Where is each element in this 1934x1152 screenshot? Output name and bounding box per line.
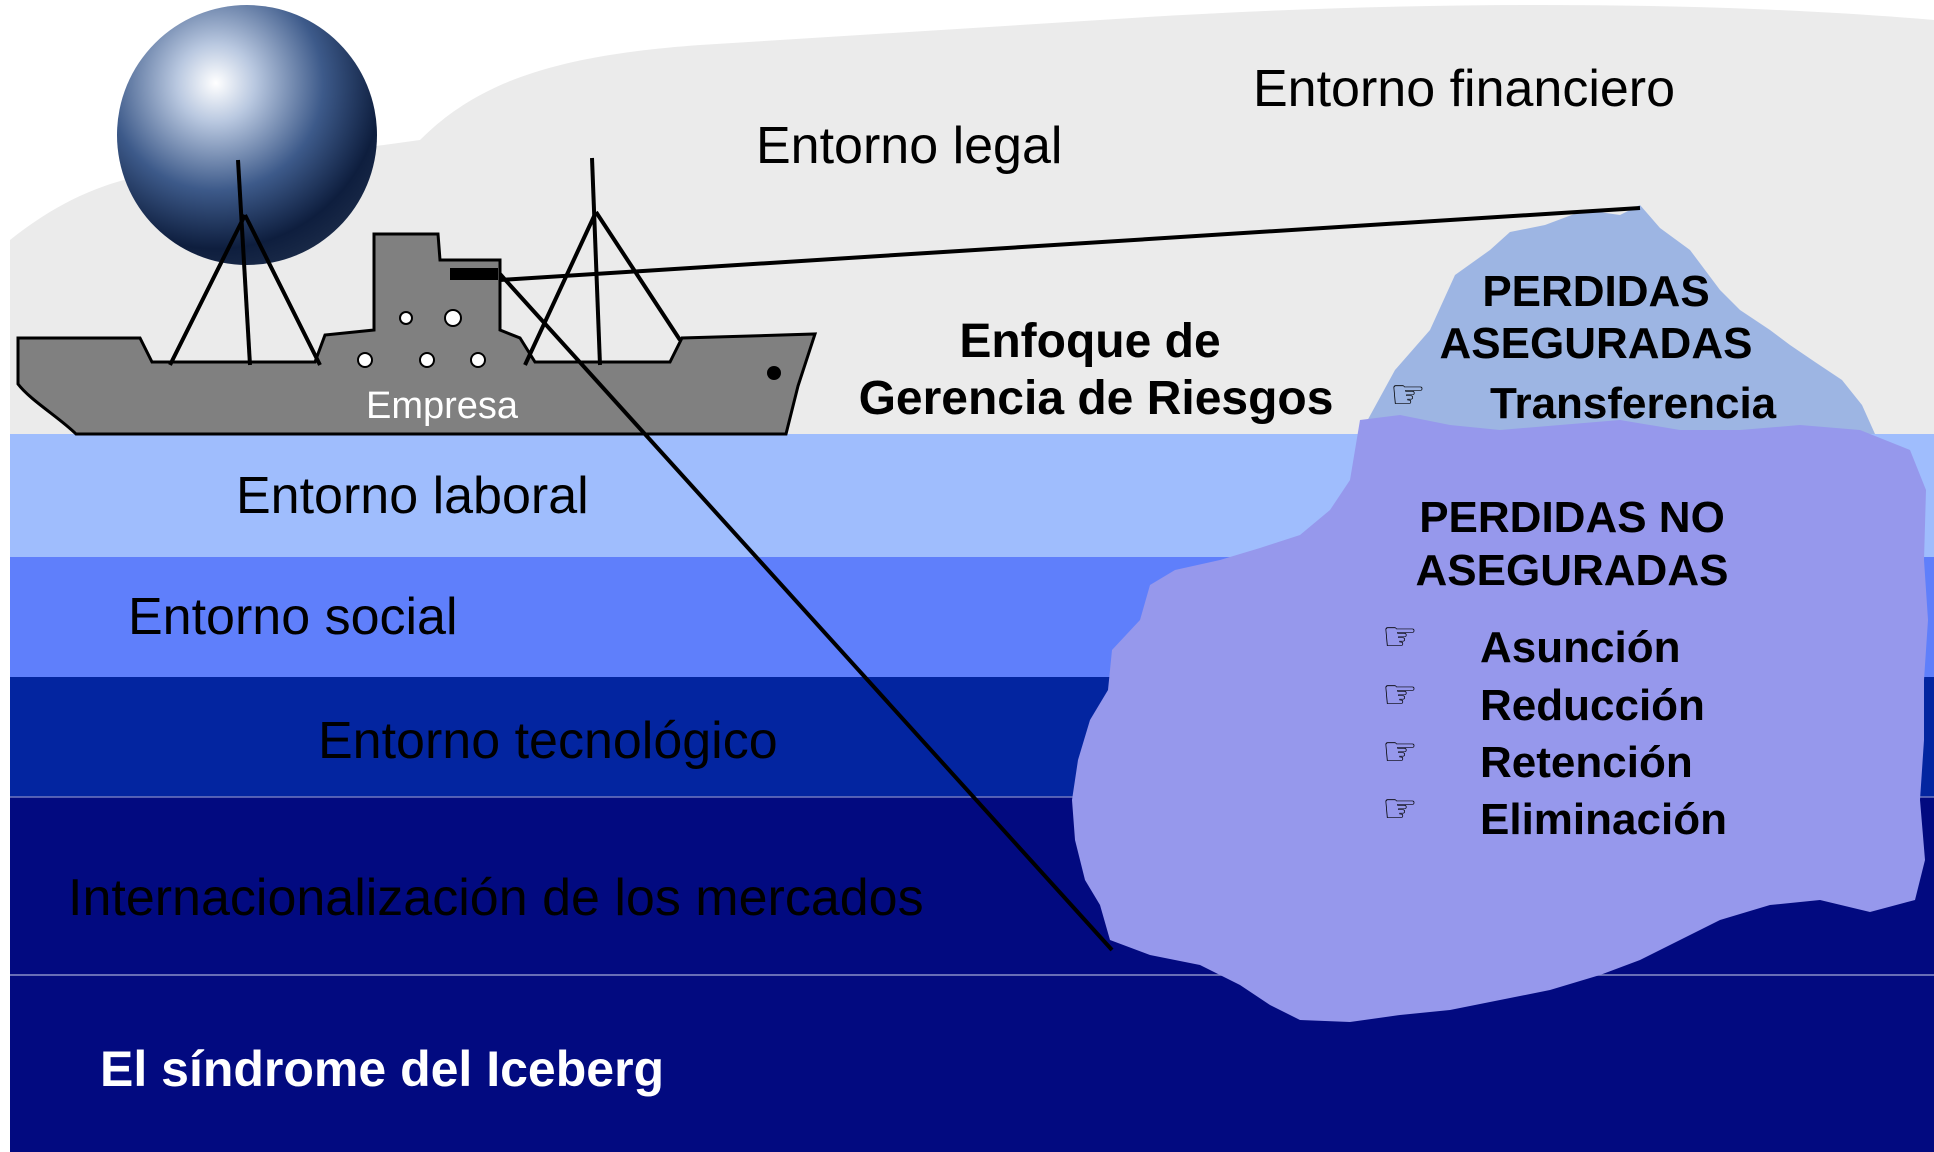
uninsured-item-asuncion: Asunción [1480,623,1680,672]
pointing-hand-icon: ☞ [1382,730,1418,774]
uninsured-item-eliminacion: Eliminación [1480,795,1727,844]
ship-label: Empresa [366,385,519,427]
line-to-iceberg-bottom [498,272,1114,952]
porthole [399,311,413,325]
approach-title-line2: Gerencia de Riesgos [859,372,1334,425]
footer-title: El síndrome del Iceberg [100,1041,664,1097]
pointing-hand-icon: ☞ [1390,373,1426,417]
porthole [419,352,435,368]
iceberg-top [1360,205,1875,434]
label-entorno-social: Entorno social [128,588,458,646]
water-band-deep [10,975,1934,1152]
approach-title-line1: Enfoque de [959,315,1220,368]
ship-bridge-window [450,268,498,280]
porthole [357,352,373,368]
line-to-iceberg-top [499,206,1641,282]
pointing-hand-icon: ☞ [1382,787,1418,831]
globe-sphere [117,5,377,265]
insured-item-transferencia: Transferencia [1490,379,1777,428]
uninsured-item-reduccion: Reducción [1480,681,1705,730]
uninsured-title-line1: PERDIDAS NO [1419,493,1725,542]
label-entorno-laboral: Entorno laboral [236,467,589,525]
uninsured-item-retencion: Retención [1480,738,1693,787]
sky-shoulder [10,240,120,300]
pointing-hand-icon: ☞ [1382,615,1418,659]
porthole [444,309,462,327]
label-internacionalizacion: Internacionalización de los mercados [68,869,924,927]
uninsured-title-line2: ASEGURADAS [1416,546,1729,595]
iceberg-bottom [1072,415,1928,1022]
ship-hull [16,232,818,436]
insured-title-line2: ASEGURADAS [1440,319,1753,368]
rear-mast [523,157,682,366]
label-entorno-financiero: Entorno financiero [1253,60,1675,118]
porthole [470,352,486,368]
pointing-hand-icon: ☞ [1382,673,1418,717]
label-entorno-tecnologico: Entorno tecnológico [318,712,778,770]
porthole [767,366,781,380]
front-mast [168,159,322,366]
insured-title-line1: PERDIDAS [1482,267,1709,316]
label-entorno-legal: Entorno legal [756,117,1062,175]
